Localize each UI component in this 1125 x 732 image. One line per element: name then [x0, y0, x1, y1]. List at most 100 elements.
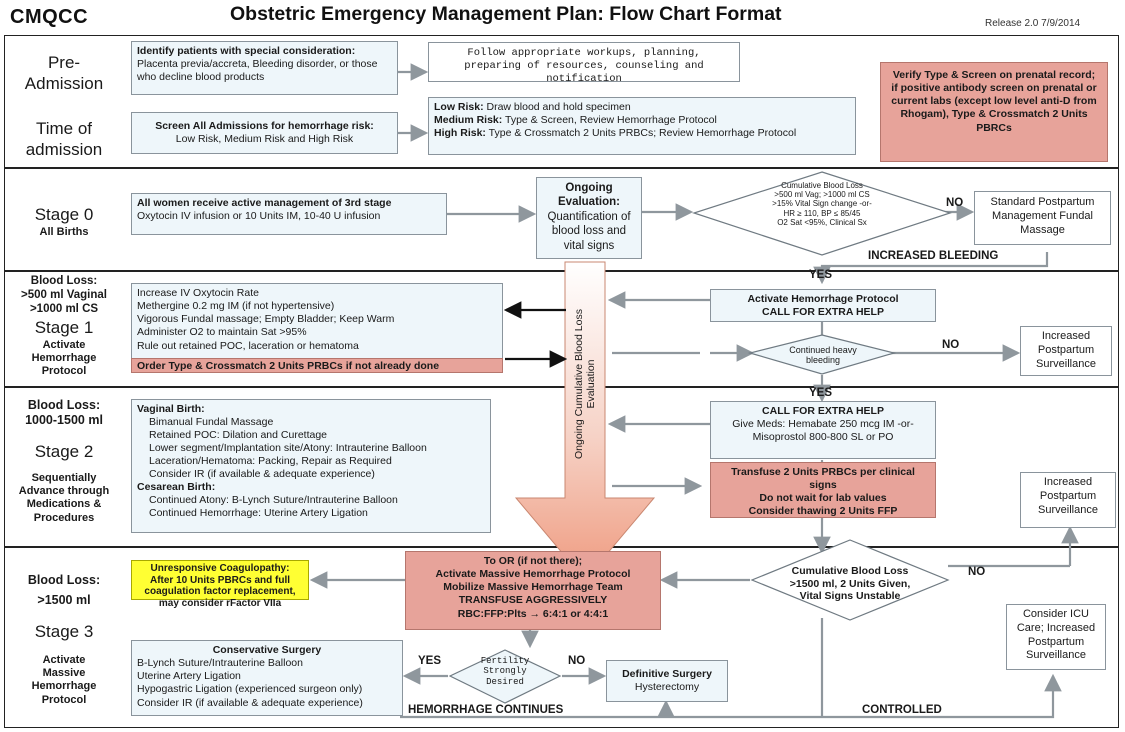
band-stage0: [4, 168, 1119, 271]
continued-heavy-bleeding-diamond: [747, 334, 897, 375]
verify-type-screen-box: Verify Type & Screen on prenatal record;…: [880, 62, 1108, 162]
identify-text: Placenta previa/accreta, Bleeding disord…: [137, 58, 378, 84]
conservative-item: Uterine Artery Ligation: [137, 670, 241, 683]
increased-bleeding-label: INCREASED BLEEDING: [868, 250, 999, 262]
screen-admissions-box: Screen All Admissions for hemorrhage ris…: [131, 112, 398, 154]
cumulative-evaluation-label: Ongoing Cumulative Blood Loss Evaluation: [573, 309, 597, 460]
stage1-yes-label: YES: [809, 387, 833, 399]
stage3-blood-loss: Blood Loss: >1500 ml: [27, 573, 101, 607]
continued-heavy-bleeding-text: Continued heavy bleeding: [789, 345, 857, 365]
massive-hemorrhage-text: Activate Massive Hemorrhage Protocol Mob…: [435, 568, 631, 620]
band-pre-admission: [4, 35, 1119, 168]
vaginal-item: Bimanual Fundal Massage: [149, 416, 274, 429]
hysterectomy-text: Hysterectomy: [634, 681, 700, 694]
controlled-label: CONTROLLED: [862, 704, 942, 716]
screen-text: Low Risk, Medium Risk and High Risk: [175, 133, 354, 146]
fertility-yes-label: YES: [418, 655, 442, 667]
to-or-title: To OR (if not there);: [483, 555, 583, 567]
stage1-item: Vigorous Fundal massage; Empty Bladder; …: [137, 313, 395, 326]
ongoing-evaluation-box: Ongoing Evaluation: Quantification of bl…: [536, 177, 642, 259]
stage3-title: Stage 3: [34, 622, 94, 641]
conservative-surgery-box: Conservative Surgery B-Lynch Suture/Intr…: [131, 640, 403, 716]
vaginal-birth-title: Vaginal Birth:: [137, 403, 205, 415]
stage0-subtitle: All Births: [39, 226, 89, 238]
time-of-admission-label: Time of admission: [25, 119, 103, 160]
stage1-title: Stage 1: [34, 318, 94, 337]
medium-risk-label: Medium Risk:: [434, 114, 503, 127]
stage1-item: Methergine 0.2 mg IM (if not hypertensiv…: [137, 300, 335, 313]
conservative-item: B-Lynch Suture/Intrauterine Balloon: [137, 657, 303, 670]
stage0-title: Stage 0: [34, 205, 94, 224]
cesarean-item: Continued Hemorrhage: Uterine Artery Lig…: [149, 507, 368, 520]
vaginal-item: Laceration/Hematoma: Packing, Repair as …: [149, 455, 392, 468]
conservative-item: Hypogastric Ligation (experienced surgeo…: [137, 683, 363, 696]
conservative-surgery-title: Conservative Surgery: [212, 644, 322, 656]
risk-levels-box: Low Risk: Draw blood and hold specimen M…: [428, 97, 856, 155]
active-management-text: Oxytocin IV infusion or 10 Units IM, 10-…: [137, 210, 381, 223]
stage3-diamond-text: Cumulative Blood Loss >1500 ml, 2 Units …: [789, 565, 911, 603]
follow-workups-box: Follow appropriate workups, planning, pr…: [428, 42, 740, 85]
consider-icu-box: Consider ICU Care; Increased Postpartum …: [1006, 604, 1106, 670]
stage2-title: Stage 2: [34, 442, 94, 461]
logo: CMQCC: [10, 6, 89, 28]
identify-patients-box: Identify patients with special considera…: [131, 41, 398, 95]
stage1-item: Administer O2 to maintain Sat >95%: [137, 326, 307, 339]
high-risk-text: Type & Crossmatch 2 Units PRBCs; Review …: [488, 127, 797, 140]
stage3-blood-loss-diamond: [750, 539, 950, 621]
vaginal-item: Lower segment/Implantation site/Atony: I…: [149, 442, 427, 455]
release-label: Release 2.0 7/9/2014: [985, 18, 1081, 29]
screen-title: Screen All Admissions for hemorrhage ris…: [155, 120, 374, 132]
cumulative-blood-loss-text: Cumulative Blood Loss >500 ml Vag; >1000…: [772, 181, 872, 227]
active-management-title: All women receive active management of 3…: [137, 197, 392, 209]
high-risk-line: High Risk: Type & Crossmatch 2 Units PRB…: [434, 127, 850, 140]
identify-title: Identify patients with special considera…: [137, 45, 356, 57]
cesarean-birth-title: Cesarean Birth:: [137, 481, 216, 494]
standard-postpartum-box: Standard Postpartum Management Fundal Ma…: [974, 191, 1111, 245]
fertility-diamond: [448, 649, 562, 704]
low-risk-label: Low Risk:: [434, 101, 484, 113]
low-risk-line: Low Risk: Draw blood and hold specimen: [434, 101, 850, 114]
high-risk-label: High Risk:: [434, 127, 486, 140]
give-meds-text: Give Meds: Hemabate 250 mcg IM -or- Miso…: [732, 418, 914, 444]
vaginal-item: Retained POC: Dilation and Curettage: [149, 429, 328, 442]
stage1-item: Increase IV Oxytocin Rate: [137, 287, 259, 299]
active-management-box: All women receive active management of 3…: [131, 193, 447, 235]
stage1-subtitle: Activate Hemorrhage Protocol: [31, 339, 97, 378]
stage0-no-label: NO: [946, 197, 964, 209]
fertility-no-label: NO: [568, 655, 586, 667]
hemorrhage-continues-label: HEMORRHAGE CONTINUES: [408, 704, 564, 716]
fertility-text: Fertility Strongly Desired: [480, 656, 530, 687]
unresponsive-coagulopathy-box: Unresponsive Coagulopathy: After 10 Unit…: [131, 560, 309, 609]
cumulative-blood-loss-diamond: [692, 171, 952, 256]
massive-hemorrhage-box: To OR (if not there); Activate Massive H…: [405, 551, 661, 630]
ongoing-evaluation-text: Quantification of blood loss and vital s…: [547, 210, 631, 252]
call-extra-help-title: CALL FOR EXTRA HELP: [762, 405, 884, 417]
stage1-no-label: NO: [942, 339, 960, 351]
cumulative-evaluation-arrow: [514, 261, 656, 581]
stage1-surveillance-box: Increased Postpartum Surveillance: [1020, 326, 1112, 376]
cesarean-item: Continued Atony: B-Lynch Suture/Intraute…: [149, 494, 398, 507]
definitive-surgery-box: Definitive Surgery Hysterectomy: [606, 660, 728, 702]
order-crossmatch-box: Order Type & Crossmatch 2 Units PRBCs if…: [131, 358, 503, 373]
ongoing-evaluation-title: Ongoing Evaluation:: [558, 182, 620, 209]
stage2-subtitle: Sequentially Advance through Medications…: [18, 472, 110, 524]
medium-risk-line: Medium Risk: Type & Screen, Review Hemor…: [434, 114, 850, 127]
stage3-subtitle: Activate Massive Hemorrhage Protocol: [31, 654, 97, 706]
conservative-item: Consider IR (if available & adequate exp…: [137, 696, 363, 709]
stage2-procedures-box: Vaginal Birth: Bimanual Fundal Massage R…: [131, 399, 491, 533]
activate-hemorrhage-box: Activate Hemorrhage Protocol CALL FOR EX…: [710, 289, 936, 322]
pre-admission-label: Pre- Admission: [24, 53, 104, 94]
definitive-surgery-title: Definitive Surgery: [622, 668, 712, 680]
low-risk-text: Draw blood and hold specimen: [486, 101, 631, 113]
stage1-item: Rule out retained POC, laceration or hem…: [137, 339, 359, 352]
band-stage1: [4, 271, 1119, 387]
page-title: Obstetric Emergency Management Plan: Flo…: [230, 3, 782, 25]
stage3-no-label: NO: [968, 566, 986, 578]
stage0-yes-label: YES: [809, 269, 833, 281]
call-extra-help-box: CALL FOR EXTRA HELP Give Meds: Hemabate …: [710, 401, 936, 459]
stage1-actions-box: Increase IV Oxytocin Rate Methergine 0.2…: [131, 283, 503, 371]
stage2-blood-loss: Blood Loss: 1000-1500 ml: [25, 398, 103, 427]
medium-risk-text: Type & Screen, Review Hemorrhage Protoco…: [505, 114, 717, 127]
